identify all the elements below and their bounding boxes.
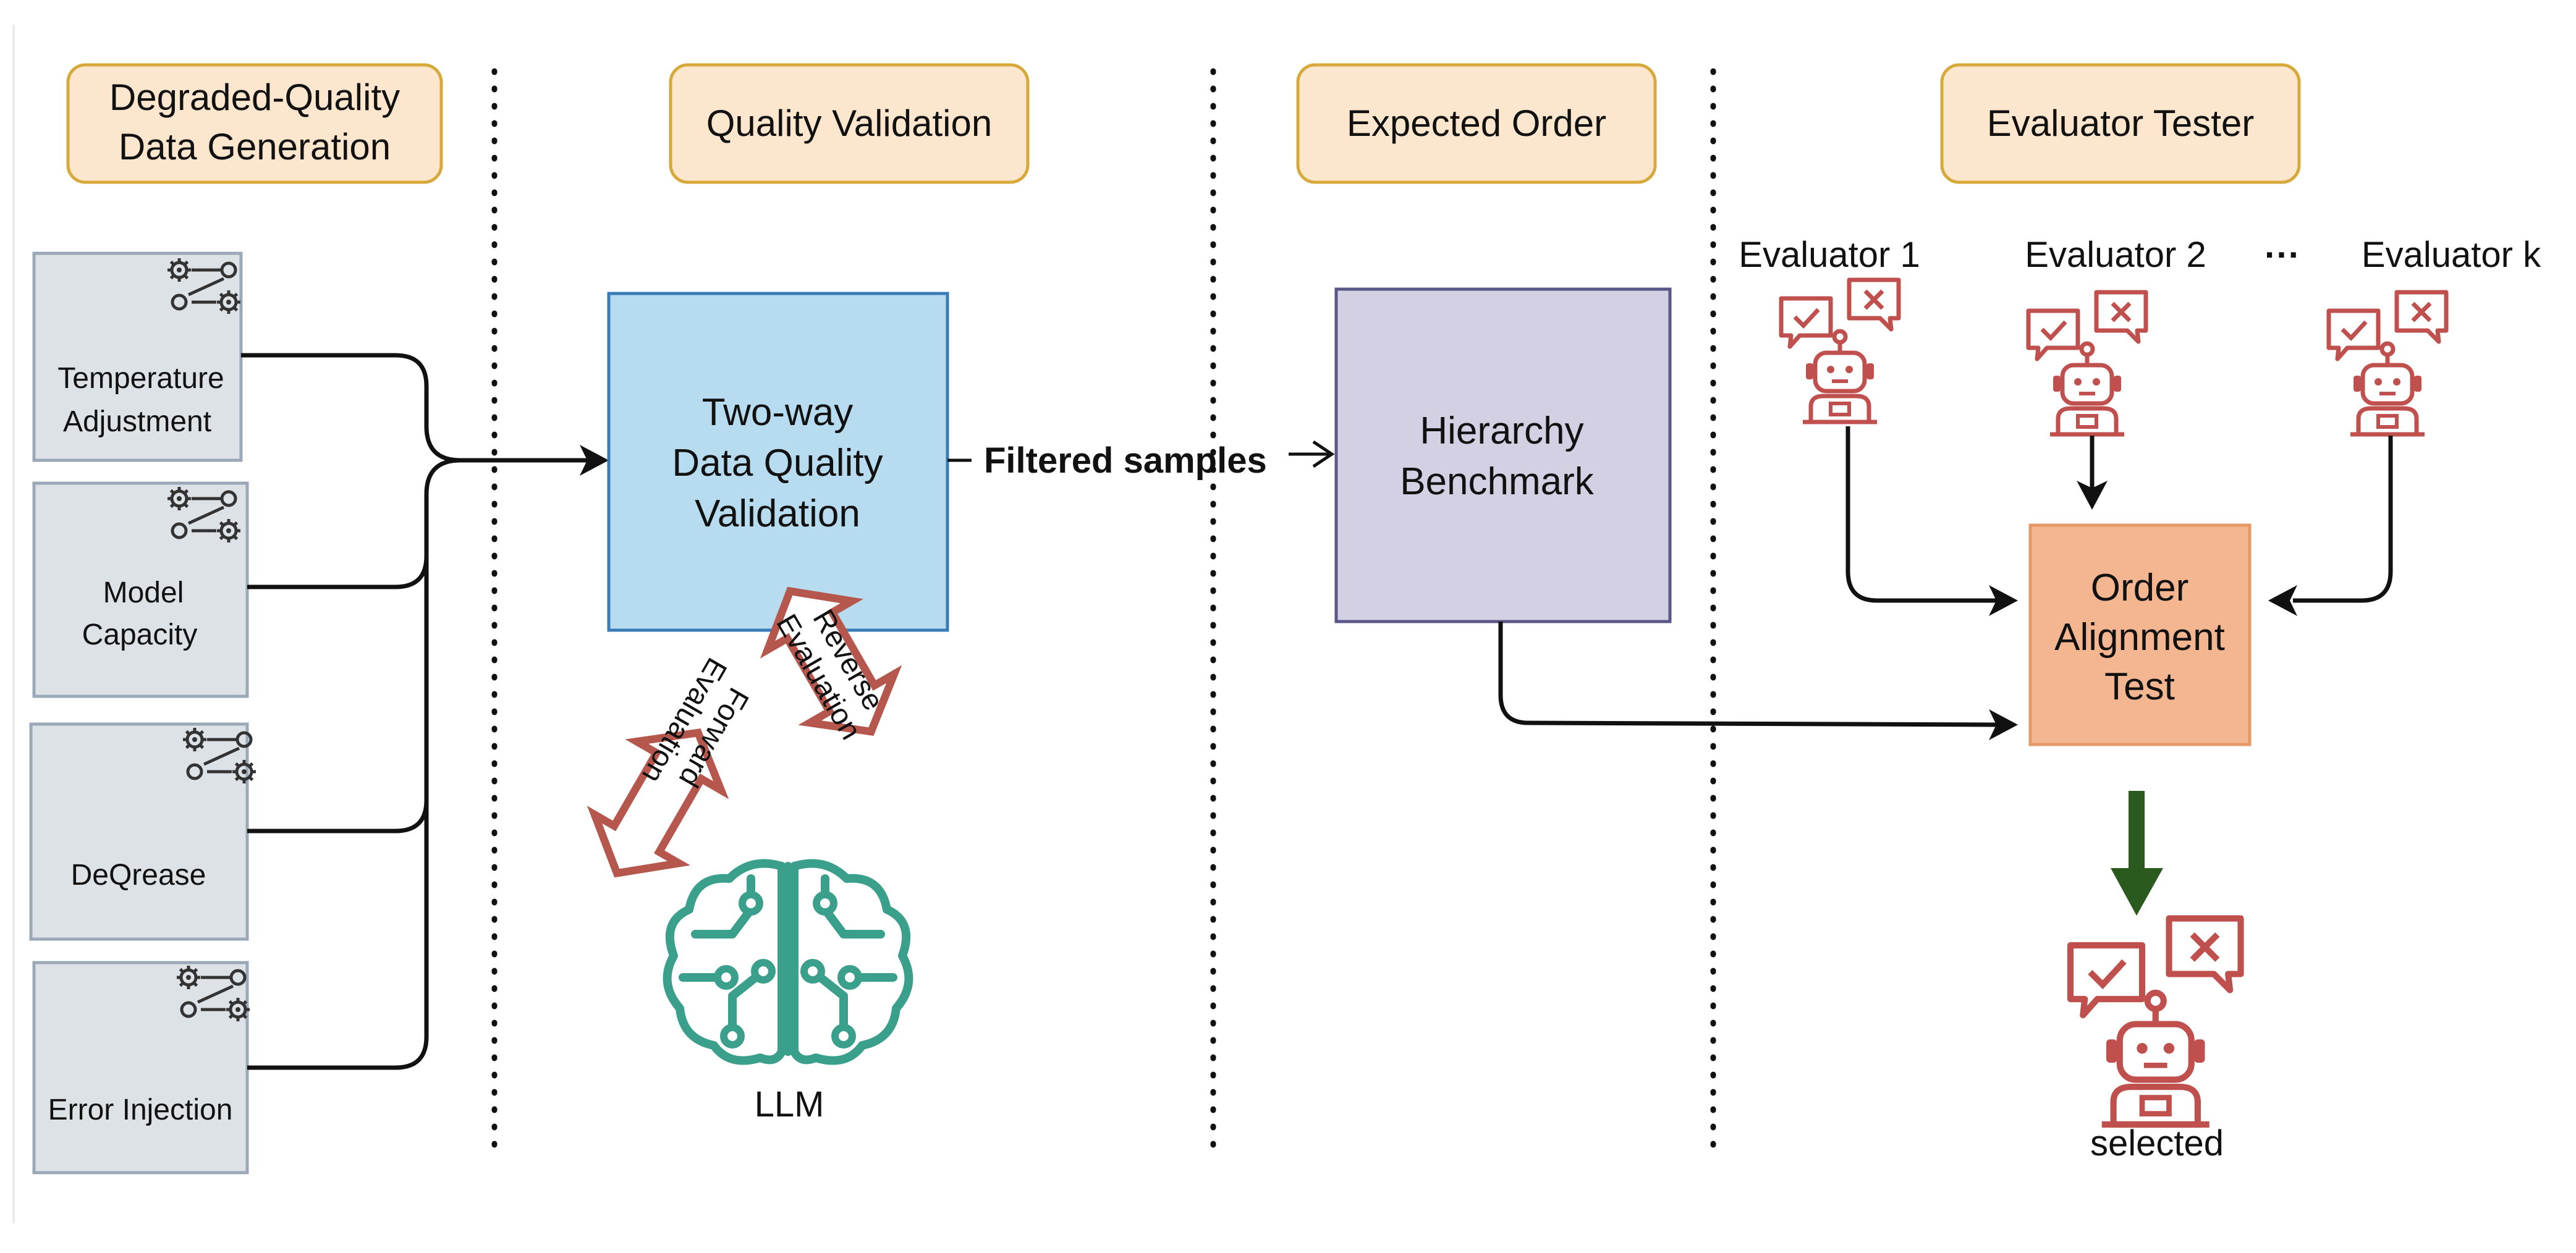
evaluator-connectors: [1845, 426, 2393, 603]
selected-arrow: [2111, 791, 2163, 916]
gears-icon: [183, 728, 256, 783]
test-label-line: Order: [2091, 567, 2188, 609]
stage-header-line: Quality Validation: [706, 103, 992, 144]
generator-label-line: Capacity: [82, 618, 198, 651]
cross-bubble-icon: [2166, 915, 2244, 994]
validation-label-line: Two-way: [702, 391, 854, 434]
check-bubble-icon: [1779, 296, 1833, 349]
arrowhead: [1989, 709, 2018, 740]
stage-header-line: Expected Order: [1347, 103, 1606, 144]
generator-deqrease: DeQrease: [29, 722, 256, 941]
robot-icon: [2101, 989, 2210, 1128]
brain-circuit-icon: [663, 859, 913, 1065]
llm-label: LLM: [755, 1084, 824, 1124]
evaluator-label: Evaluator 1: [1739, 235, 1920, 275]
robot-icon: [2350, 341, 2425, 437]
test-label-line: Alignment: [2054, 616, 2225, 659]
generator-error-injection: Error Injection: [32, 961, 250, 1175]
gears-icon: [177, 966, 250, 1021]
generator-label-line: Model: [103, 576, 184, 609]
gears-icon: [167, 258, 240, 314]
stage-header-line: Evaluator Tester: [1987, 103, 2254, 144]
robot-icon: [2050, 341, 2124, 437]
generator-model-capacity: Model Capacity: [32, 481, 249, 698]
test-label-line: Test: [2104, 665, 2175, 708]
stage-separators: [491, 68, 1716, 1158]
benchmark-label-line: Benchmark: [1400, 460, 1595, 503]
arrowhead: [580, 445, 609, 476]
generator-temperature-adjustment: Temperature Adjustment: [32, 251, 243, 462]
stage-header-validation: Quality Validation: [669, 63, 1030, 184]
benchmark-to-test-connector: [1498, 622, 1997, 727]
stage-header-box: [1296, 63, 1657, 184]
stage-header-generation: Degraded-Quality Data Generation: [66, 63, 443, 184]
cross-bubble-icon: [2094, 290, 2148, 344]
evaluator-robot-1: [1779, 277, 1901, 424]
evaluator-label: Evaluator 2: [2025, 235, 2206, 275]
stage-header-expected-order: Expected Order: [1296, 63, 1657, 184]
stage-header-box: [1940, 63, 2301, 184]
generator-label-line: Adjustment: [63, 405, 211, 438]
cross-bubble-icon: [1847, 277, 1901, 332]
cross-bubble-icon: [2394, 290, 2449, 344]
stage-header-evaluator-tester: Evaluator Tester: [1940, 63, 2301, 184]
selected-robot: [2067, 915, 2244, 1128]
arrowhead: [1989, 585, 2018, 616]
order-alignment-test-box: Order Alignment Test: [2028, 523, 2252, 746]
check-bubble-icon: [2326, 308, 2381, 361]
check-bubble-icon: [2067, 942, 2146, 1019]
selected-label: selected: [2090, 1123, 2224, 1163]
hierarchy-benchmark-box: Hierarchy Benchmark: [1334, 287, 1672, 623]
evaluator-robot-k: [2326, 290, 2449, 437]
evaluator-label: Evaluator k: [2362, 235, 2541, 275]
stage-header-box: [669, 63, 1030, 184]
stage-header-line: Degraded-Quality: [109, 77, 400, 118]
check-bubble-icon: [2026, 308, 2080, 361]
generator-label-line: Temperature: [57, 362, 224, 395]
generator-box: [32, 961, 249, 1175]
benchmark-label-line: Hierarchy: [1420, 410, 1583, 452]
generator-label-line: Error Injection: [48, 1094, 233, 1126]
generator-box: [32, 481, 249, 698]
stage-header-box: [66, 63, 443, 184]
arrowhead: [2268, 585, 2297, 616]
validation-box: Two-way Data Quality Validation: [607, 292, 949, 632]
generator-connectors: [241, 353, 590, 1070]
gears-icon: [167, 487, 240, 542]
stage-header-line: Data Generation: [119, 126, 391, 167]
evaluator-ellipsis: ···: [2265, 235, 2300, 275]
generator-label-line: DeQrease: [71, 859, 206, 892]
flow-label: Filtered samples: [984, 441, 1267, 481]
arrowhead: [2077, 481, 2108, 510]
filtered-samples-flow: Filtered samples: [947, 440, 1335, 481]
evaluator-robot-2: [2026, 290, 2148, 437]
validation-label-line: Data Quality: [672, 442, 883, 484]
forward-evaluation-arrow: Forward Evaluation: [587, 652, 755, 878]
robot-icon: [1803, 329, 1877, 424]
generator-box: [29, 722, 249, 941]
validation-label-line: Validation: [695, 492, 860, 535]
